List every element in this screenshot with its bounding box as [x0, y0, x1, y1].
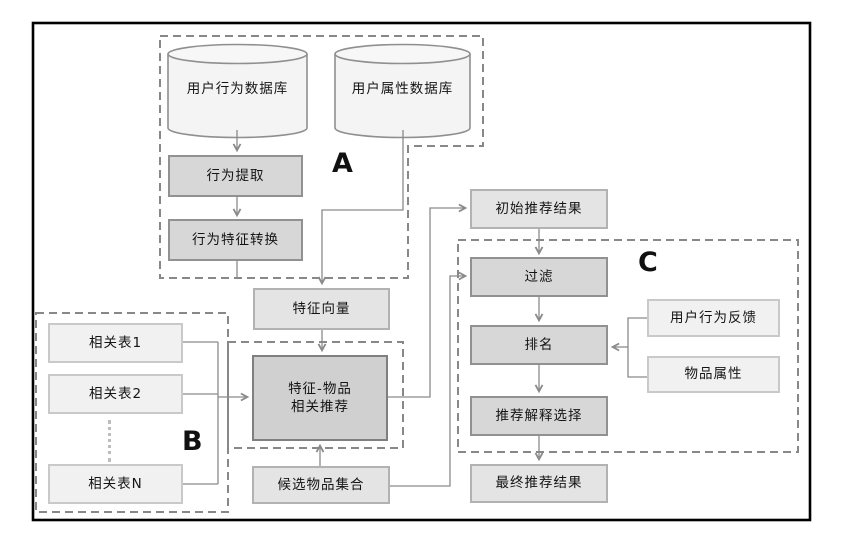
database-user-attribute-label: 用户属性数据库	[351, 81, 454, 97]
node-behavior-extraction: 行为提取	[168, 155, 303, 197]
arrow-candidates-to-filter	[390, 271, 468, 487]
group-a-label: A	[332, 148, 353, 179]
arrow-featureitem-to-initialresults	[388, 203, 468, 398]
node-feature-vector: 特征向量	[253, 288, 390, 330]
dashed-group-borders	[35, 35, 799, 513]
group-c-border	[457, 239, 799, 453]
outer-frame	[31, 21, 812, 522]
node-feature-item-recommendation: 特征-物品 相关推荐	[252, 355, 388, 441]
node-ranking: 排名	[470, 325, 608, 365]
node-initial-recommendation-results: 初始推荐结果	[470, 189, 608, 229]
user-attribute-database-icon	[334, 43, 471, 139]
group-c-label: C	[638, 247, 658, 278]
node-final-recommendation-results: 最终推荐结果	[470, 464, 608, 503]
node-related-table-2: 相关表2	[48, 374, 183, 414]
node-behavior-feature-conversion: 行为特征转换	[168, 219, 303, 261]
arrow-attributedb-to-featurevector	[317, 130, 404, 286]
connectors	[183, 130, 647, 487]
node-related-table-1: 相关表1	[48, 323, 183, 363]
database-user-behavior-label: 用户行为数据库	[186, 81, 289, 97]
node-candidate-item-set: 候选物品集合	[252, 466, 390, 504]
node-item-attributes: 物品属性	[647, 356, 780, 393]
related-tables-ellipsis-icon	[108, 420, 111, 462]
group-b-label: B	[182, 426, 203, 457]
line-itemattr-to-junction	[627, 347, 647, 378]
node-related-table-n: 相关表N	[48, 464, 183, 504]
line-feedback-to-junction	[627, 317, 647, 347]
database-cylinder-icons	[167, 43, 471, 139]
feature-item-inner-border	[227, 341, 404, 449]
user-behavior-database-icon	[167, 43, 308, 139]
node-explanation-selection: 推荐解释选择	[470, 396, 608, 436]
node-user-behavior-feedback: 用户行为反馈	[647, 299, 780, 337]
group-a-border	[159, 35, 484, 279]
node-filter: 过滤	[470, 257, 608, 297]
group-b-border	[35, 312, 229, 513]
